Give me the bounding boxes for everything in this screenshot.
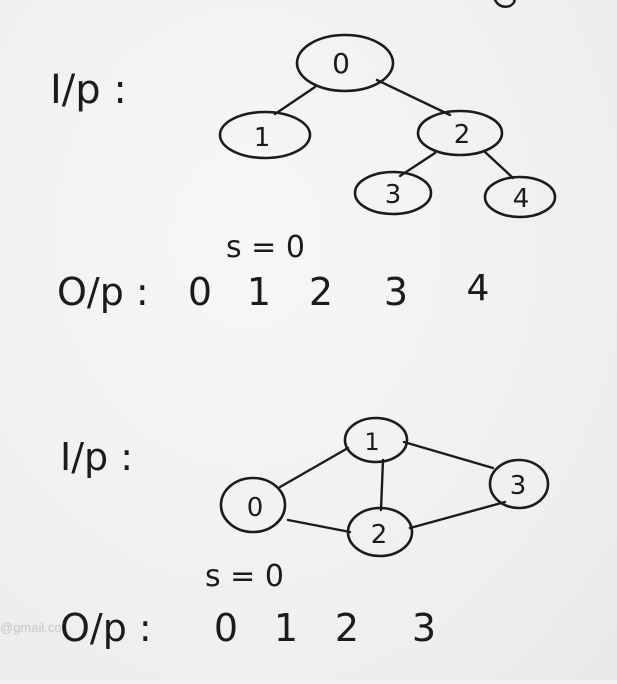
svg-text:2: 2 bbox=[454, 120, 471, 150]
ex1-tree-edges bbox=[273, 78, 515, 180]
edge-1-3 bbox=[402, 440, 495, 470]
svg-text:1: 1 bbox=[364, 428, 379, 456]
ex1-output-item: 2 bbox=[309, 270, 333, 314]
ex2-output-item: 1 bbox=[274, 606, 298, 650]
ex1-output-sequence: 0 1 2 3 4 bbox=[188, 268, 490, 314]
edge-1-2 bbox=[379, 458, 385, 512]
ex1-source: s = 0 bbox=[226, 230, 305, 265]
edge-0-1 bbox=[278, 446, 350, 489]
ex1-node-2: 2 bbox=[416, 109, 504, 157]
ex1-node-1: 1 bbox=[218, 110, 312, 160]
partial-mark bbox=[493, 0, 516, 8]
edge-2-3 bbox=[408, 500, 507, 530]
ex2-output-label: O/p : bbox=[60, 606, 152, 650]
ex1-output-item: 0 bbox=[188, 270, 212, 314]
ex1-output-item: 1 bbox=[247, 270, 271, 314]
edge-2-4 bbox=[483, 150, 515, 180]
ex1-output-label: O/p : bbox=[57, 270, 149, 314]
svg-text:3: 3 bbox=[510, 471, 527, 501]
ex1-node-4: 4 bbox=[483, 175, 557, 219]
ex2-graph-edges bbox=[278, 440, 507, 534]
svg-text:4: 4 bbox=[513, 184, 530, 214]
ex1-input-label: I/p : bbox=[50, 67, 127, 113]
svg-text:0: 0 bbox=[332, 47, 350, 80]
ex2-output-item: 0 bbox=[214, 606, 238, 650]
ex1-node-3: 3 bbox=[353, 170, 433, 216]
ex2-node-1: 1 bbox=[343, 416, 409, 464]
svg-text:3: 3 bbox=[385, 180, 402, 210]
edge-0-1 bbox=[273, 85, 317, 116]
ex2-output-sequence: 0 1 2 3 bbox=[214, 606, 436, 650]
ex2-node-3: 3 bbox=[488, 458, 550, 510]
ex2-input-label: I/p : bbox=[60, 435, 133, 479]
watermark: @gmail.co bbox=[0, 620, 62, 635]
ex2-output-item: 2 bbox=[335, 606, 359, 650]
ex2-output-item: 3 bbox=[412, 606, 436, 650]
ex1-output-item: 3 bbox=[384, 270, 408, 314]
ex2-node-0: 0 bbox=[219, 476, 287, 534]
svg-text:1: 1 bbox=[254, 123, 271, 153]
ex2-source: s = 0 bbox=[205, 559, 284, 594]
svg-text:0: 0 bbox=[247, 493, 264, 523]
edge-0-2 bbox=[286, 518, 352, 534]
ex1-node-0: 0 bbox=[295, 33, 395, 93]
ex2-node-2: 2 bbox=[346, 506, 414, 558]
ex1-output-item: 4 bbox=[467, 268, 490, 309]
edge-0-2 bbox=[375, 78, 452, 117]
svg-text:2: 2 bbox=[371, 520, 388, 550]
